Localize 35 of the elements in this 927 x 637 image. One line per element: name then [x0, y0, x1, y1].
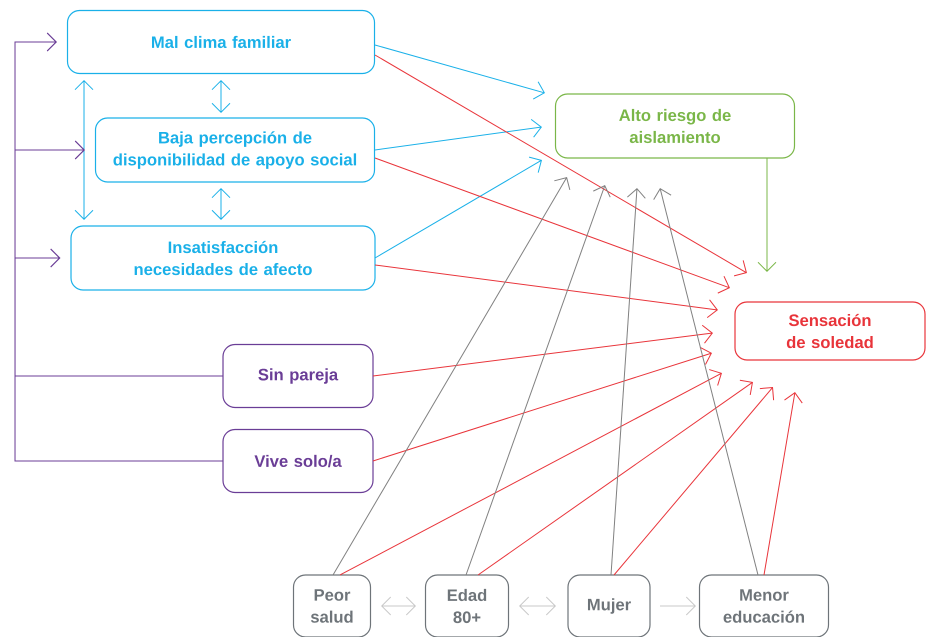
node-box: Peor salud	[292, 574, 372, 637]
arrow	[660, 596, 696, 616]
arrow	[212, 188, 230, 220]
arrow	[466, 185, 611, 576]
arrow	[374, 264, 718, 318]
node-box: Baja percepción de disponibilidad de apoyo social	[94, 117, 376, 183]
arrow	[610, 188, 646, 576]
arrow	[478, 380, 753, 576]
node-box: Edad 80+	[424, 574, 510, 637]
arrow	[653, 188, 758, 576]
node-box: Mujer	[567, 574, 651, 637]
arrow	[614, 386, 774, 576]
arrow	[74, 80, 94, 220]
node-box: Mal clima familiar	[66, 10, 376, 74]
arrow	[758, 158, 776, 272]
arrow	[374, 156, 542, 258]
arrow	[519, 596, 556, 616]
arrow	[14, 248, 223, 462]
arrow	[372, 346, 712, 462]
arrow	[372, 324, 713, 376]
arrow	[764, 392, 803, 576]
node-box: Insatisfacción necesidades de afecto	[70, 225, 376, 291]
node-box: Sensación de soledad	[734, 301, 926, 361]
arrow	[374, 158, 730, 294]
arrow	[340, 369, 722, 576]
arrow	[381, 596, 416, 616]
arrow	[374, 54, 747, 276]
arrow	[374, 44, 545, 100]
node-box: Sin pareja	[222, 344, 374, 408]
node-box: Alto riesgo de aislamiento	[554, 93, 796, 159]
arrow	[332, 177, 570, 576]
arrow	[212, 80, 230, 113]
node-box: Menor educación	[698, 574, 830, 637]
node-box: Vive solo/a	[222, 428, 374, 494]
arrow	[374, 118, 542, 150]
